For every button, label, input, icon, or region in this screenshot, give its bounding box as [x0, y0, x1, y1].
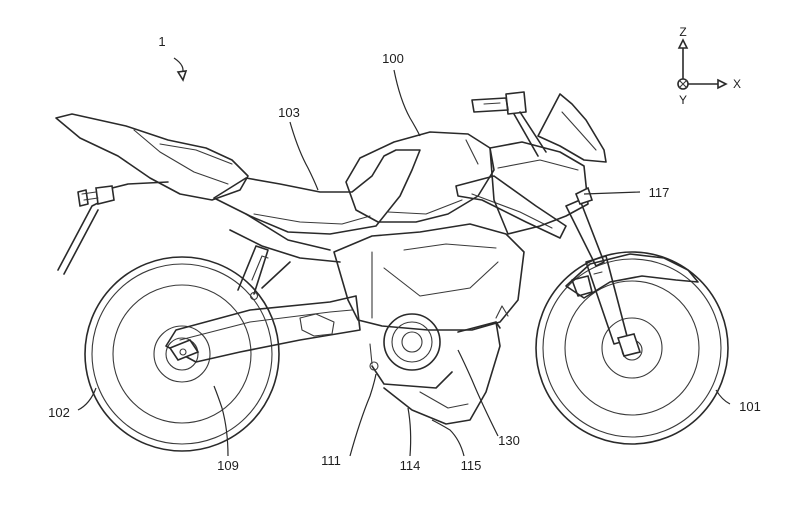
axis-label-z: Z: [679, 25, 686, 39]
tank-cover: [345, 131, 495, 223]
tail-cowl: [55, 113, 249, 201]
handlebar: [471, 91, 547, 157]
rear-shock: [237, 245, 291, 301]
label-motorcycle: 1: [158, 34, 165, 49]
motor-housing: [369, 313, 453, 389]
label-lower-cover: 115: [461, 458, 482, 473]
axis-indicator: Z X Y: [677, 25, 741, 107]
label-pivot: 111: [321, 453, 341, 468]
rear-frame: [229, 213, 341, 263]
label-motor-housing: 114: [400, 458, 421, 473]
label-body-frame: 100: [382, 51, 404, 66]
swing-arm: [165, 295, 361, 363]
label-rear-wheel-hub: 109: [217, 458, 239, 473]
front-fork: [565, 199, 642, 357]
rear-wheel: [84, 256, 280, 452]
reference-labels: 1 100 103 117 102 101 109 111 114 115 13…: [48, 34, 761, 473]
axis-label-x: X: [733, 77, 741, 91]
tail-light: [77, 185, 115, 207]
lower-cover: [383, 305, 509, 425]
front-fender: [565, 253, 699, 299]
axis-label-y: Y: [679, 93, 687, 107]
label-front-wheel: 101: [739, 399, 761, 414]
frame-rail: [455, 175, 567, 239]
label-rear-wheel: 102: [48, 405, 70, 420]
label-battery-case: 130: [498, 433, 520, 448]
headlight-cowl: [489, 93, 607, 235]
body-side-panel: [333, 223, 525, 331]
leader-lines: [77, 57, 731, 457]
label-headlight: 117: [649, 185, 670, 200]
seat: [213, 149, 421, 235]
label-seat: 103: [278, 105, 300, 120]
